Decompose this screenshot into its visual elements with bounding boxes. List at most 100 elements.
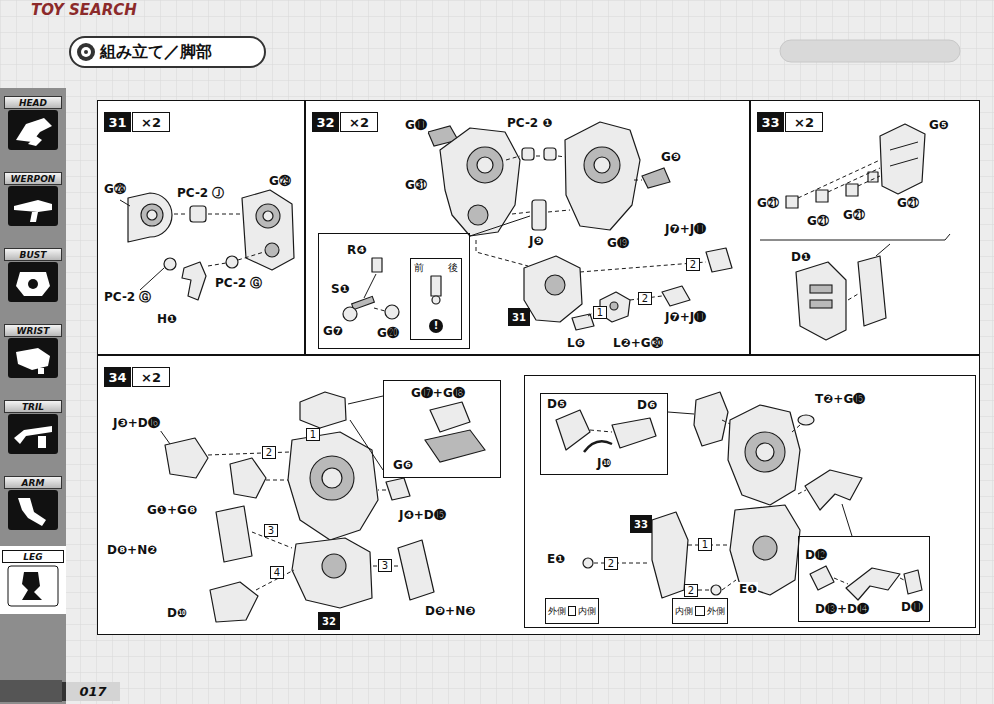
part-callout: G㉙ bbox=[268, 174, 292, 189]
section-icons bbox=[16, 348, 50, 370]
step-32-parts bbox=[524, 256, 582, 322]
step-34-right-parts bbox=[756, 443, 774, 461]
part-callout: D❾+N❸ bbox=[424, 604, 476, 619]
sequence-number: 2 bbox=[604, 557, 618, 570]
part-callout: J❾ bbox=[528, 234, 545, 249]
step-32-parts bbox=[610, 302, 618, 310]
step-32-parts bbox=[536, 156, 542, 157]
part-callout: G㉑ bbox=[896, 196, 920, 211]
subassembly-ref-text: 31 bbox=[512, 312, 526, 323]
part-callout: D❿ bbox=[166, 606, 188, 621]
quantity-box-text: ×2 bbox=[349, 115, 369, 130]
sequence-number-text: 2 bbox=[690, 259, 696, 270]
step-number-text: 34 bbox=[108, 370, 126, 385]
step-34-right-parts bbox=[745, 432, 785, 472]
part-callout: E❶ bbox=[546, 552, 566, 567]
section-icons bbox=[8, 262, 58, 302]
section-icons bbox=[14, 426, 52, 444]
step-34-right-parts bbox=[798, 415, 814, 425]
step-34-left-parts bbox=[425, 430, 485, 462]
side-indicator-text: 内側 bbox=[675, 605, 693, 618]
sequence-number-text: 3 bbox=[382, 560, 388, 571]
step-33-parts bbox=[810, 285, 832, 293]
orientation-box-text: ! bbox=[429, 319, 443, 333]
detail-inset: 前後! bbox=[318, 233, 470, 349]
step-34-right-parts bbox=[594, 563, 650, 564]
section-icons bbox=[8, 186, 58, 226]
step-32-parts bbox=[662, 286, 690, 306]
step-33-parts bbox=[760, 234, 950, 240]
step-32-parts bbox=[634, 180, 642, 181]
step-34-right-parts bbox=[722, 420, 730, 424]
step-33-parts bbox=[816, 190, 828, 202]
step-number: 34 bbox=[104, 367, 131, 387]
header-pill bbox=[81, 47, 91, 57]
section-icons bbox=[8, 414, 58, 454]
step-31-parts bbox=[265, 243, 279, 257]
step-33-parts bbox=[798, 160, 880, 198]
step-33-parts bbox=[786, 196, 798, 208]
side-indicator-text: 内側 bbox=[578, 605, 596, 618]
step-32-parts bbox=[548, 210, 570, 212]
part-callout: J❼+J⓫ bbox=[664, 222, 707, 237]
section-icons bbox=[8, 414, 58, 454]
step-number-text: 31 bbox=[108, 115, 126, 130]
step-33-parts bbox=[876, 244, 890, 256]
step-34-right-parts bbox=[900, 578, 904, 580]
step-34-left-parts bbox=[230, 458, 266, 498]
step-32-parts bbox=[372, 258, 382, 272]
section-tab: TRIL bbox=[4, 400, 62, 413]
step-34-right-parts bbox=[711, 585, 721, 595]
step-31-parts bbox=[182, 262, 206, 300]
step-31-parts bbox=[256, 204, 280, 228]
page-ground bbox=[0, 88, 66, 704]
step-32-parts bbox=[545, 275, 565, 295]
part-callout: S❶ bbox=[330, 282, 351, 297]
subassembly-ref-text: 33 bbox=[634, 519, 648, 530]
step-31-parts bbox=[141, 204, 163, 226]
part-callout: D⓬ bbox=[804, 548, 828, 563]
step-32-parts bbox=[385, 305, 399, 319]
section-icons bbox=[14, 200, 52, 212]
step-34-left-parts bbox=[386, 478, 410, 500]
step-32-parts bbox=[532, 200, 546, 230]
quantity-box: ×2 bbox=[132, 367, 170, 387]
part-callout: G⓴ bbox=[376, 326, 400, 341]
step-32-parts bbox=[470, 216, 530, 236]
section-tab: WERPON bbox=[4, 172, 62, 185]
step-34-left-parts bbox=[430, 402, 470, 432]
step-34-right-parts bbox=[556, 392, 922, 600]
quantity-box: ×2 bbox=[132, 112, 170, 132]
section-icons bbox=[8, 262, 58, 302]
section-icons bbox=[28, 279, 38, 289]
step-32-parts bbox=[506, 156, 520, 160]
part-callout: J❿ bbox=[596, 456, 613, 471]
quantity-box-text: ×2 bbox=[141, 115, 161, 130]
step-32-parts bbox=[467, 147, 503, 183]
step-number: 32 bbox=[312, 112, 339, 132]
step-34-right-parts bbox=[584, 441, 612, 452]
step-34-left-parts bbox=[160, 392, 485, 622]
step-34-right-parts bbox=[810, 566, 834, 590]
part-callout: PC-2 Ⓖ bbox=[214, 276, 263, 291]
part-callout: J❼+J⓫ bbox=[664, 310, 707, 325]
step-34-right-parts bbox=[694, 392, 728, 446]
step-32-parts bbox=[512, 212, 530, 214]
step-34-right-parts bbox=[583, 558, 593, 568]
part-callout: G㉑ bbox=[756, 196, 780, 211]
step-33-parts bbox=[828, 168, 880, 192]
header-pill bbox=[780, 40, 960, 62]
part-callout: G❻ bbox=[392, 458, 414, 473]
section-tab-text: HEAD bbox=[19, 98, 47, 108]
sequence-number: 3 bbox=[264, 524, 278, 537]
page-title: 組み立て／脚部 bbox=[100, 42, 212, 62]
part-callout: J❸+D⓰ bbox=[112, 416, 161, 431]
step-33-parts bbox=[848, 294, 858, 300]
section-icons bbox=[8, 338, 58, 378]
step-34-right-parts bbox=[722, 580, 736, 590]
part-callout: PC-2 Ⓙ bbox=[176, 186, 225, 201]
page-ground bbox=[0, 680, 62, 702]
sequence-number-text: 4 bbox=[274, 567, 280, 578]
step-31-parts bbox=[120, 200, 130, 206]
part-callout: D❻ bbox=[636, 398, 658, 413]
